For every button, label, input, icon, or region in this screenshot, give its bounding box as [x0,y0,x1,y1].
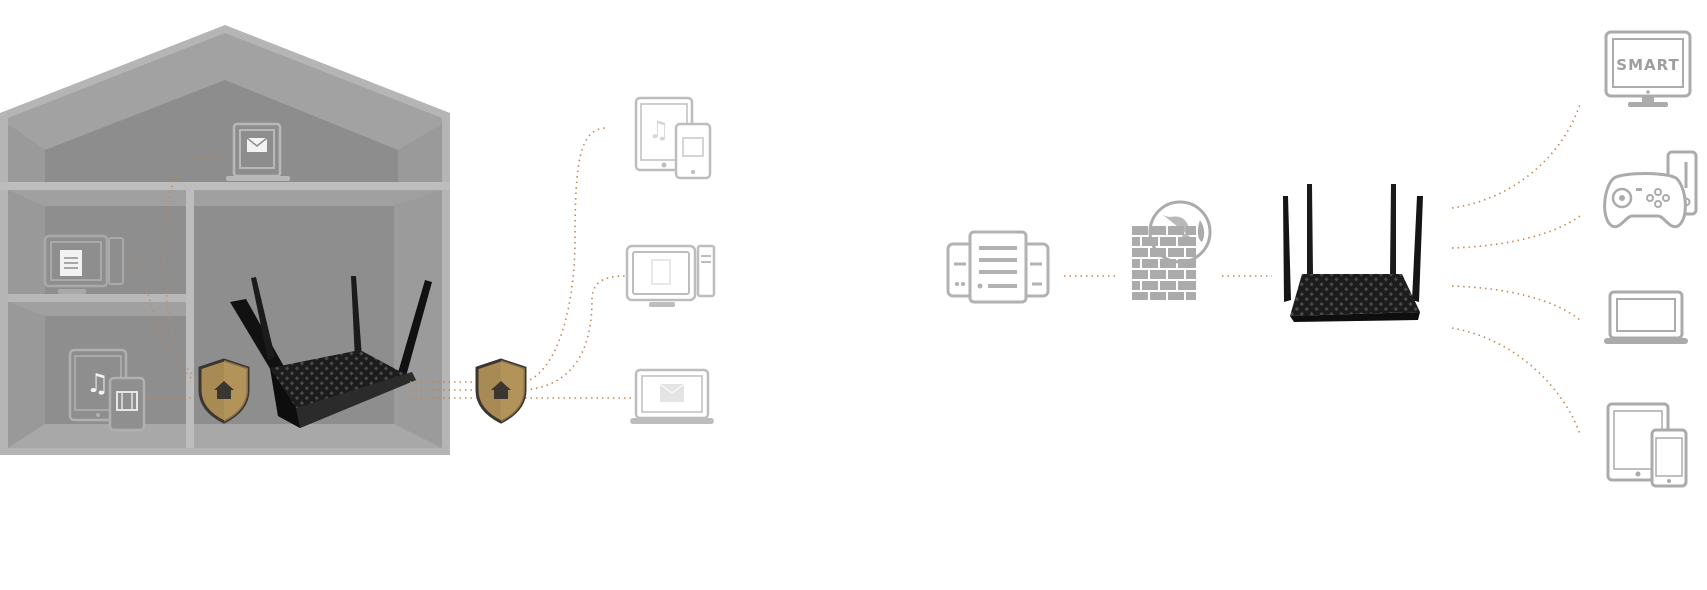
home-shield-icon [198,358,250,424]
smart-label: SMART [1616,56,1679,74]
attic-right-side [398,124,442,182]
tablet-phone-icon [1606,402,1688,488]
room-divider-wall [186,190,194,448]
media-tablet-phone-icon: ♫ [634,96,712,180]
document-desktop-icon [43,234,124,294]
smart-tv-icon: SMART [1604,30,1692,107]
room-mid-left-floor [8,294,186,302]
attic-back-wall [45,80,398,182]
line-to-smart-tv [1451,103,1581,209]
home-shield-icon [475,358,527,424]
svg-text:♫: ♫ [648,116,670,144]
server-icon [946,230,1050,304]
line-to-tablet [524,127,606,383]
room-mid-left-side [8,190,45,294]
router-icon [1283,184,1423,322]
svg-text:♫: ♫ [86,369,109,399]
document-desktop-icon [625,244,716,307]
router-icon [230,276,432,428]
line-attic [164,153,231,386]
room-bottom-left-side [8,302,45,448]
game-console-icon [1603,150,1698,229]
device-connection-lines [1451,103,1581,435]
room-right-floor [194,424,442,448]
attic-left-side [8,124,45,182]
outside-connection-lines [410,127,632,399]
line-to-laptop [1451,285,1581,321]
floor-divider [0,182,450,190]
mail-laptop-icon [226,122,290,181]
media-tablet-phone-icon: ♫ [68,348,146,432]
line-to-game [1451,215,1581,249]
mail-laptop-icon [630,368,714,424]
line-to-tablet [1451,327,1581,435]
laptop-icon [1604,290,1688,344]
firewall-globe-icon [1132,200,1212,300]
house-connection-lines [129,153,231,399]
